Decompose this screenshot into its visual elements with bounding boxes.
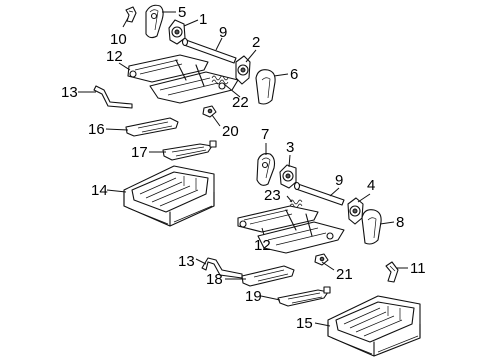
part-9-rod-lower [293, 181, 345, 206]
callout-7: 7 [261, 126, 269, 143]
callout-13: 13 [178, 253, 195, 270]
callout-9: 9 [335, 172, 343, 189]
part-8-side-cover [361, 209, 382, 245]
leader-22 [223, 83, 241, 98]
callout-22: 22 [232, 94, 249, 111]
callout-12: 12 [254, 237, 271, 254]
part-1-recliner [168, 19, 186, 45]
leader-13b [195, 258, 207, 265]
callout-8: 8 [396, 214, 404, 231]
leader-21 [321, 261, 335, 271]
leader-15 [314, 322, 331, 327]
part-17-shield [162, 140, 217, 161]
callout-19: 19 [245, 288, 262, 305]
part-19-shield [277, 286, 331, 307]
part-18-shield [241, 265, 295, 287]
part-15-cushion-frame [327, 295, 421, 357]
leader-2 [245, 49, 257, 63]
part-22-spring [211, 75, 229, 85]
callout-18: 18 [206, 271, 223, 288]
leader-23 [286, 195, 293, 203]
leader-1 [183, 19, 199, 27]
part-20-fastener [202, 105, 217, 118]
part-9-rod-upper [181, 37, 237, 64]
callout-10: 10 [110, 31, 127, 48]
callout-17: 17 [131, 144, 148, 161]
leader-4 [357, 193, 371, 203]
callout-23: 23 [264, 187, 281, 204]
leader-3 [288, 154, 291, 168]
part-13-wire-upper [93, 85, 133, 109]
part-4-recliner [347, 197, 364, 225]
leader-9b [329, 187, 340, 197]
part-12-track-upper [127, 54, 239, 104]
callout-5: 5 [178, 4, 186, 21]
part-16-shield [125, 117, 179, 137]
part-5-recliner-cover [145, 4, 164, 39]
callout-21: 21 [336, 266, 353, 283]
part-2-recliner [235, 55, 251, 85]
callout-4: 4 [367, 177, 375, 194]
part-12-track-lower [237, 205, 345, 254]
leader-12b [261, 227, 265, 236]
leader-20 [211, 114, 221, 127]
callout-12: 12 [106, 48, 123, 65]
leader-19 [260, 295, 281, 301]
leader-lines [78, 11, 408, 327]
part-6-side-cover [255, 69, 276, 105]
leader-16 [105, 128, 129, 131]
leader-14 [106, 189, 127, 193]
leader-8 [379, 221, 395, 225]
part-11-clip [385, 261, 399, 283]
part-21-fastener [314, 253, 329, 266]
part-10-clip [125, 6, 137, 23]
part-7-recliner-cover [256, 153, 276, 186]
leader-10 [122, 17, 129, 28]
callout-3: 3 [286, 139, 294, 156]
leader-6 [273, 73, 289, 77]
callout-1: 1 [199, 11, 207, 28]
callout-20: 20 [222, 123, 239, 140]
part-3-recliner [279, 164, 297, 189]
callout-9: 9 [219, 24, 227, 41]
part-14-cushion-frame [123, 165, 215, 227]
callout-labels: 10 5 1 9 2 12 6 13 22 20 16 7 3 17 9 14 … [61, 4, 426, 332]
callout-13: 13 [61, 84, 78, 101]
callout-16: 16 [88, 121, 105, 138]
callout-14: 14 [91, 182, 108, 199]
callout-15: 15 [296, 315, 313, 332]
leader-12a [118, 62, 131, 71]
callout-6: 6 [290, 66, 298, 83]
callout-11: 11 [410, 260, 426, 277]
callout-2: 2 [252, 34, 260, 51]
leader-9a [215, 37, 223, 51]
